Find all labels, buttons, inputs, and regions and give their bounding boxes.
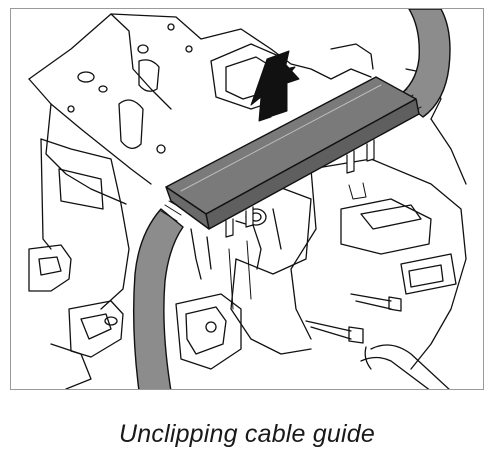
illustration-frame — [10, 8, 484, 390]
up-arrow-icon — [250, 50, 300, 122]
line-drawing — [28, 9, 467, 389]
cable-drawing — [132, 9, 451, 389]
figure-caption: Unclipping cable guide — [119, 420, 375, 448]
cable-guide-drawing — [165, 76, 420, 310]
